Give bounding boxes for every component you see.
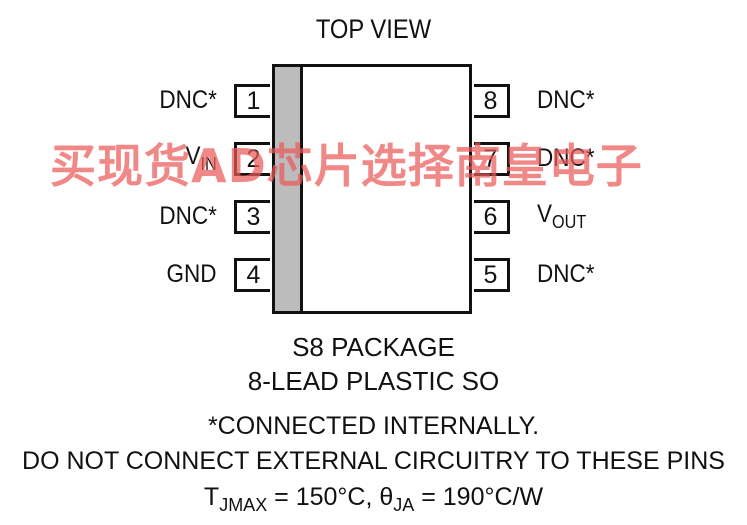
package-description: 8-LEAD PLASTIC SO (247, 366, 500, 396)
pin-2: 2 (234, 142, 270, 176)
pin-8: 8 (474, 84, 510, 118)
note-do-not-connect: DO NOT CONNECT EXTERNAL CIRCUITRY TO THE… (22, 447, 725, 475)
pin-4-label: GND (166, 260, 217, 288)
pin-3-label: DNC* (159, 202, 217, 230)
diagram-title: TOP VIEW (315, 14, 432, 44)
pin-1-label: DNC* (159, 86, 217, 114)
pin-3: 3 (234, 200, 270, 234)
pin-8-label: DNC* (537, 86, 595, 114)
package-name: S8 PACKAGE (292, 332, 455, 362)
pin-6-label: VOUT (537, 200, 587, 232)
pin-5-label: DNC* (537, 260, 595, 288)
pin-2-label: VIN (185, 142, 217, 174)
pin-1: 1 (234, 84, 270, 118)
pin-4: 4 (234, 258, 270, 292)
ic-package-body (272, 64, 472, 314)
note-connected-internally: *CONNECTED INTERNALLY. (207, 412, 540, 440)
pin-7: 7 (474, 142, 510, 176)
thermal-spec: TJMAX = 150°C, θJA = 190°C/W (203, 483, 544, 515)
pin-5: 5 (474, 258, 510, 292)
pin-7-label: DNC* (537, 144, 595, 172)
pin-6: 6 (474, 200, 510, 234)
pin1-indicator-stripe (275, 67, 303, 311)
